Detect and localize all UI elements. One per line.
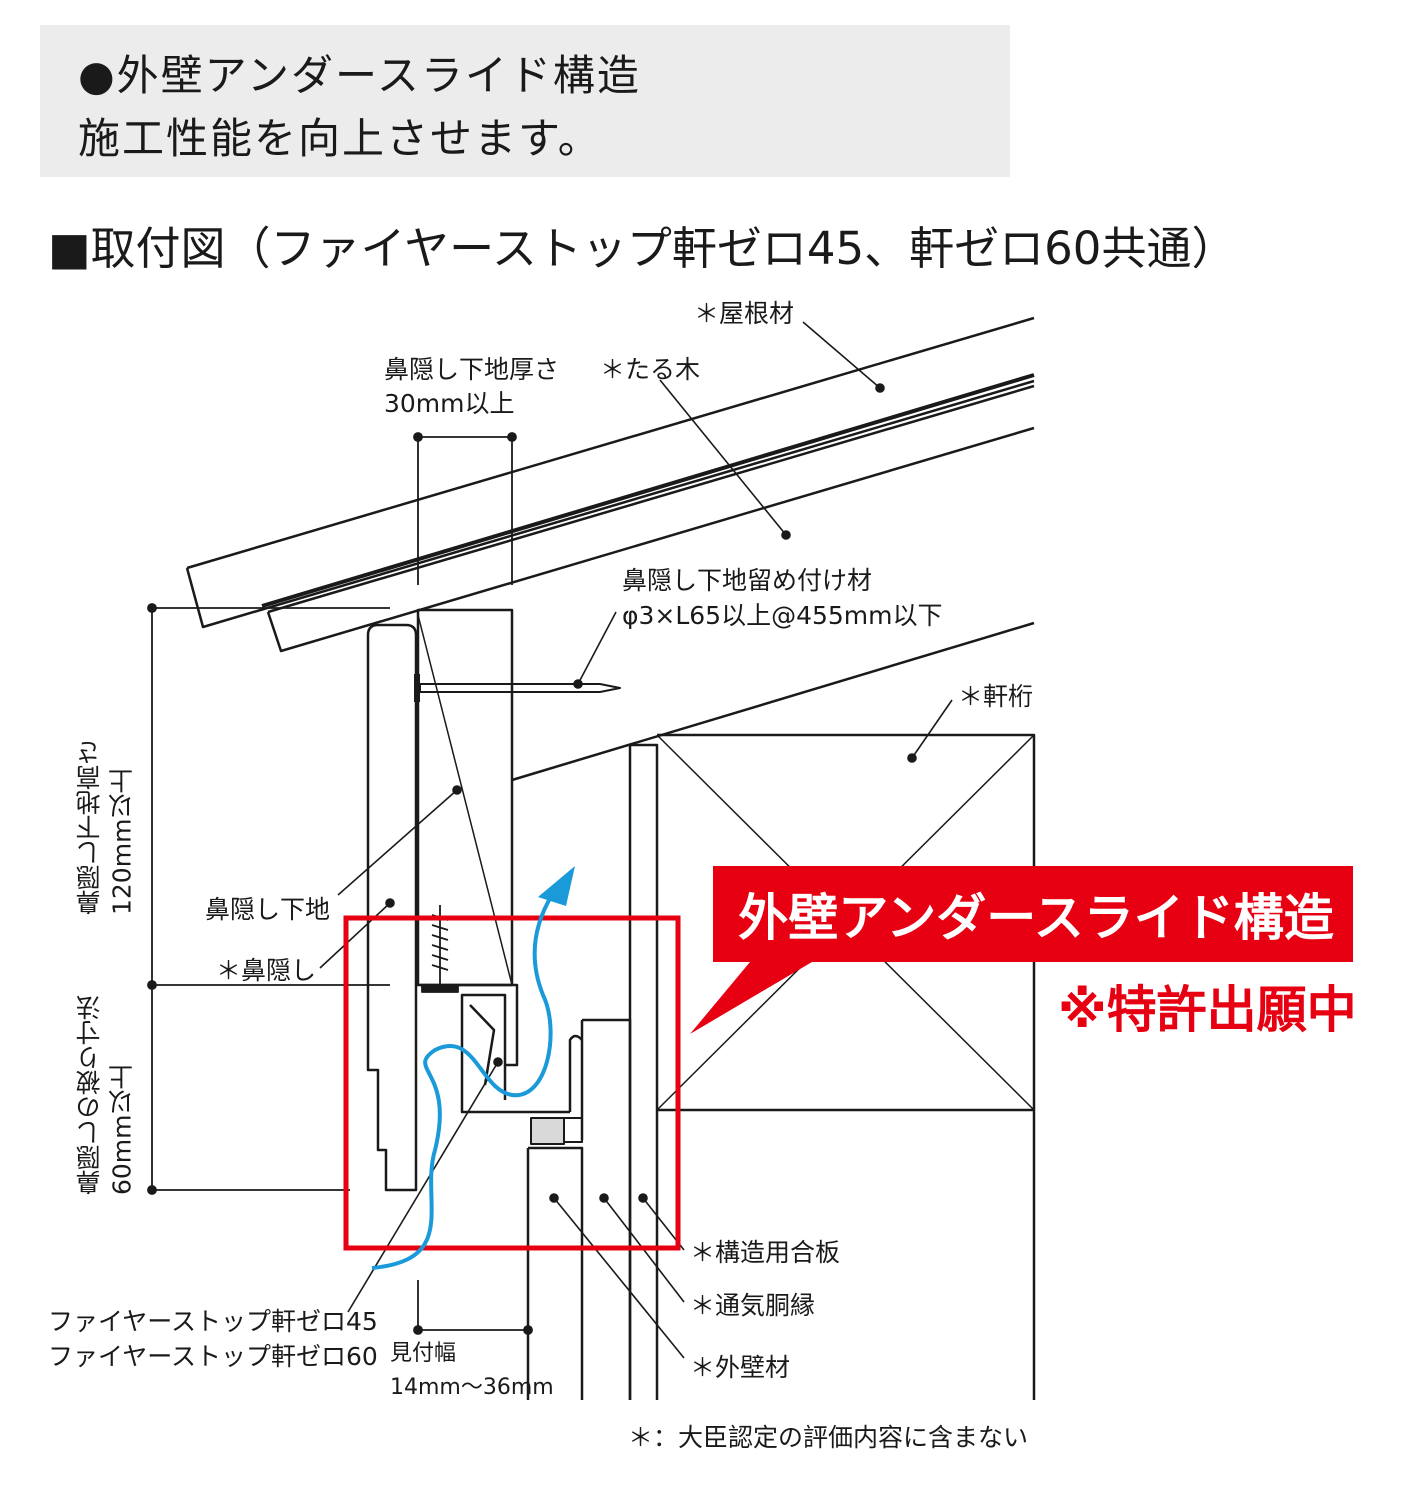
- label-fascia-base: 鼻隠し下地: [205, 895, 331, 924]
- label-fascia: ＊鼻隠し: [216, 956, 317, 985]
- callout-banner: [690, 866, 1353, 1034]
- label-product-60: ファイヤーストップ軒ゼロ60: [48, 1342, 378, 1371]
- intro-subheading: 施工性能を向上させます。: [78, 114, 602, 163]
- label-furring: ＊通気胴縁: [690, 1291, 816, 1320]
- label-base-thickness: 鼻隠し下地厚さ: [384, 355, 560, 384]
- airflow-arrowhead: [538, 866, 575, 906]
- label-base-thickness-value: 30mm以上: [384, 389, 515, 418]
- section-title: ■取付図（ファイヤーストップ軒ゼロ45、軒ゼロ60共通）: [48, 222, 1237, 275]
- label-product-45: ファイヤーストップ軒ゼロ45: [48, 1307, 378, 1336]
- soffit-line: [511, 621, 1035, 782]
- label-fastener-spec: φ3×L65以上@455mm以下: [622, 601, 943, 630]
- label-visible-width-range: 14mm〜36mm: [390, 1375, 554, 1400]
- structural-plywood: [628, 743, 659, 1400]
- label-visible-width: 見付幅: [390, 1341, 457, 1366]
- label-wall-material: ＊外壁材: [690, 1353, 791, 1382]
- label-roofing: ＊屋根材: [694, 299, 795, 328]
- label-rafter: ＊たる木: [600, 355, 701, 384]
- patent-pending: ※特許出願中: [1058, 981, 1357, 1039]
- intro-heading: ●外壁アンダースライド構造: [78, 51, 641, 100]
- callout-frame: [343, 915, 681, 1251]
- label-plywood: ＊構造用合板: [690, 1238, 841, 1267]
- roofing-material: [185, 316, 1035, 653]
- sealant-block: [530, 1117, 565, 1145]
- airflow-arrow: [371, 893, 554, 1270]
- nail: [419, 683, 621, 693]
- callout-title: 外壁アンダースライド構造: [738, 889, 1334, 947]
- label-fastener: 鼻隠し下地留め付け材: [622, 566, 873, 595]
- furring-strip: [580, 1018, 632, 1400]
- footnote: ＊：大臣認定の評価内容に含まない: [628, 1423, 1029, 1452]
- label-eave-beam: ＊軒桁: [958, 682, 1034, 711]
- intro-box: [40, 25, 1010, 177]
- exterior-wall: [526, 1146, 584, 1400]
- fascia: [366, 623, 418, 1192]
- rafter-underline: [261, 373, 1035, 608]
